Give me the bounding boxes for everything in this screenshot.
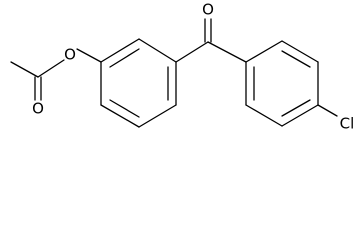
ketone-group [175, 18, 247, 63]
background [0, 0, 362, 138]
ring2-bond [245, 104, 283, 127]
ring2-bond [281, 104, 319, 127]
ring1-inner-double-bond [109, 99, 140, 118]
ring1-bond [138, 38, 177, 63]
ketone-oxygen-label: O [202, 1, 214, 19]
ring1-inner-double-bond [109, 48, 140, 68]
chlorine-label: Cl [340, 115, 355, 133]
chemical-structure-diagram: O O O Cl [0, 0, 362, 138]
ester-oxygen-ring-bond [76, 48, 102, 63]
methyl-carbonyl-bond [10, 61, 39, 78]
ring1-bond [138, 104, 177, 128]
ring2-chlorine-bond [317, 104, 338, 117]
ester-carbonyl-oxygen-label: O [32, 100, 44, 118]
ring1-carbonyl-bond [175, 41, 209, 63]
ester-oxygen-label: O [64, 46, 76, 64]
ring2-inner-double-bond [281, 99, 311, 117]
benzene-ring-1 [100, 38, 177, 128]
acetate-group [10, 48, 102, 101]
benzene-ring-2 [245, 40, 338, 127]
carbonyl-ring2-bond [207, 41, 247, 63]
ring1-bond [100, 38, 140, 63]
ring2-bond [281, 40, 319, 63]
ring1-bond [100, 104, 140, 128]
ring2-inner-double-bond [281, 50, 311, 68]
ring2-bond [245, 40, 283, 63]
carbonyl-ester-oxygen-bond [37, 59, 65, 78]
